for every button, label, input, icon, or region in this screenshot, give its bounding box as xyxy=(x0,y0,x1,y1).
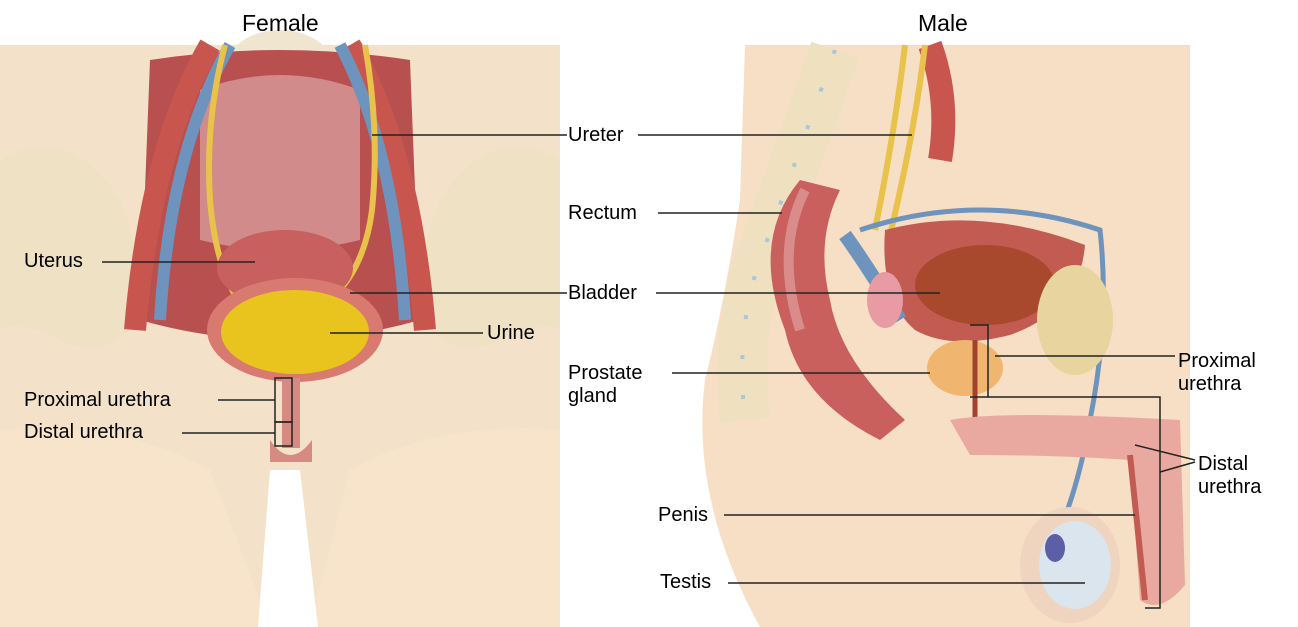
rectum xyxy=(770,180,905,440)
label-distal-urethra-male: Distal urethra xyxy=(1198,453,1262,498)
leader-lines xyxy=(102,134,1196,609)
male-title: Male xyxy=(918,10,968,36)
male-iliac-artery xyxy=(918,40,956,162)
left-iliac-artery xyxy=(124,39,220,331)
leader-distal-urethra-male-2 xyxy=(1159,461,1196,473)
urethral-opening xyxy=(270,440,312,462)
right-hip-bone xyxy=(422,146,560,348)
seminal-vesicle xyxy=(867,272,903,328)
prostate-gland xyxy=(927,340,1003,396)
label-penis: Penis xyxy=(658,504,709,526)
female-urethra xyxy=(282,378,300,448)
label-proximal-urethra-male: Proximal urethra xyxy=(1178,350,1256,395)
epididymis xyxy=(1045,534,1065,562)
rectum-fold xyxy=(783,187,810,332)
thigh-gap xyxy=(258,470,318,627)
male-bladder-lumen xyxy=(915,245,1055,325)
leader-distal-urethra-male-1 xyxy=(1134,444,1196,461)
right-ureter xyxy=(332,44,378,298)
right-iliac-vein xyxy=(334,42,411,321)
male-proximal-bracket xyxy=(970,324,989,398)
label-ureter: Ureter xyxy=(568,124,624,146)
sacral-spine xyxy=(717,41,859,423)
left-hip-bone xyxy=(0,146,138,348)
female-urine xyxy=(221,290,369,374)
label-rectum: Rectum xyxy=(568,202,637,224)
right-iliac-artery xyxy=(340,39,436,331)
label-urine: Urine xyxy=(487,322,535,344)
left-thigh xyxy=(0,428,270,627)
male-ureter-1 xyxy=(872,44,908,231)
right-thigh xyxy=(310,428,560,627)
label-prostate-gland: Prostate gland xyxy=(568,362,643,407)
testis xyxy=(1039,521,1111,609)
label-testis: Testis xyxy=(660,571,712,593)
pelvic-floor-muscle xyxy=(200,75,360,250)
male-distal-bracket xyxy=(988,396,1161,609)
male-illustration xyxy=(702,40,1190,627)
label-proximal-urethra-female: Proximal urethra xyxy=(24,389,171,411)
pubic-bone xyxy=(1037,265,1113,375)
label-bladder: Bladder xyxy=(568,282,637,304)
female-title: Female xyxy=(242,10,319,36)
penile-urethra xyxy=(1127,454,1148,601)
female-illustration xyxy=(0,30,560,627)
label-uterus: Uterus xyxy=(24,250,83,272)
female-distal-bracket xyxy=(274,421,293,447)
label-distal-urethra-female: Distal urethra xyxy=(24,421,143,443)
